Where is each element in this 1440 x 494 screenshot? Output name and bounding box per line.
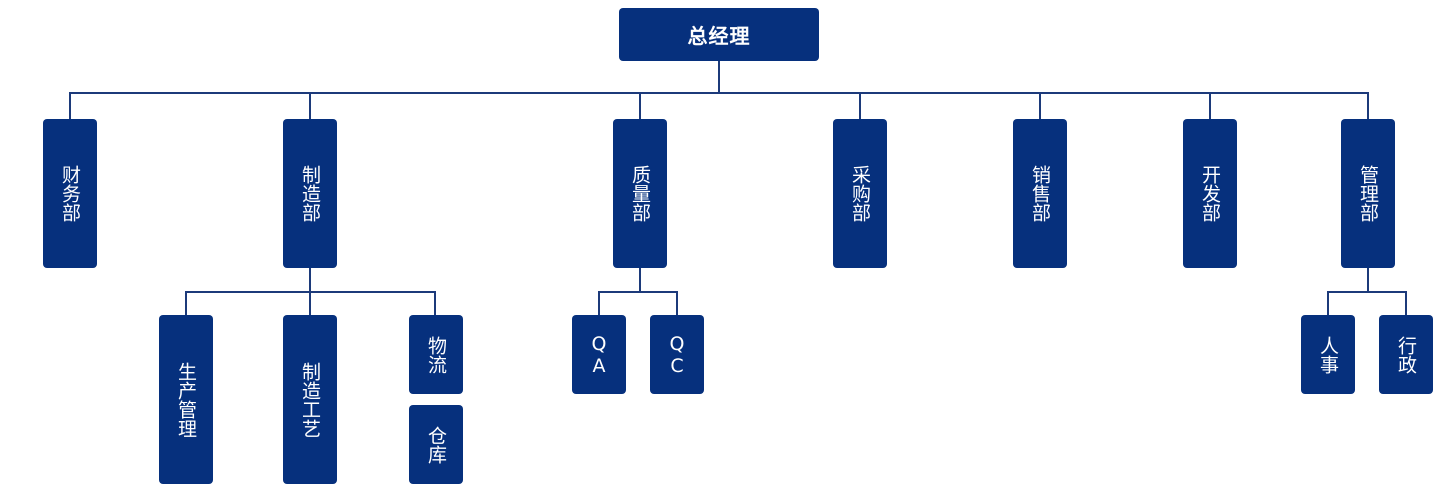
- connector-line: [859, 92, 861, 120]
- connector-line: [639, 267, 641, 292]
- connector-line: [185, 291, 187, 316]
- connector-line: [718, 61, 720, 94]
- node-general-manager[interactable]: 总经理: [619, 8, 819, 61]
- node-sales[interactable]: 销售部: [1013, 119, 1067, 268]
- connector-line: [1367, 267, 1369, 292]
- node-development[interactable]: 开发部: [1183, 119, 1237, 268]
- node-qc[interactable]: QC: [650, 315, 704, 394]
- connector-line: [69, 92, 1369, 94]
- node-purchasing[interactable]: 采购部: [833, 119, 887, 268]
- node-production-mgmt[interactable]: 生产管理: [159, 315, 213, 484]
- connector-line: [1405, 291, 1407, 316]
- node-management[interactable]: 管理部: [1341, 119, 1395, 268]
- connector-line: [309, 92, 311, 120]
- connector-line: [1039, 92, 1041, 120]
- connector-line: [598, 291, 600, 316]
- connector-line: [639, 92, 641, 120]
- connector-line: [309, 267, 311, 292]
- connector-line: [1209, 92, 1211, 120]
- connector-line: [309, 291, 311, 316]
- connector-line: [69, 92, 71, 120]
- node-manufacturing[interactable]: 制造部: [283, 119, 337, 268]
- connector-line: [1327, 291, 1407, 293]
- connector-line: [434, 291, 436, 316]
- connector-line: [676, 291, 678, 316]
- node-quality[interactable]: 质量部: [613, 119, 667, 268]
- node-hr[interactable]: 人事: [1301, 315, 1355, 394]
- node-finance[interactable]: 财务部: [43, 119, 97, 268]
- connector-line: [1367, 92, 1369, 120]
- node-logistics[interactable]: 物流: [409, 315, 463, 394]
- node-warehouse[interactable]: 仓库: [409, 405, 463, 484]
- node-mfg-process[interactable]: 制造工艺: [283, 315, 337, 484]
- node-admin[interactable]: 行政: [1379, 315, 1433, 394]
- connector-line: [598, 291, 678, 293]
- node-qa[interactable]: QA: [572, 315, 626, 394]
- connector-line: [1327, 291, 1329, 316]
